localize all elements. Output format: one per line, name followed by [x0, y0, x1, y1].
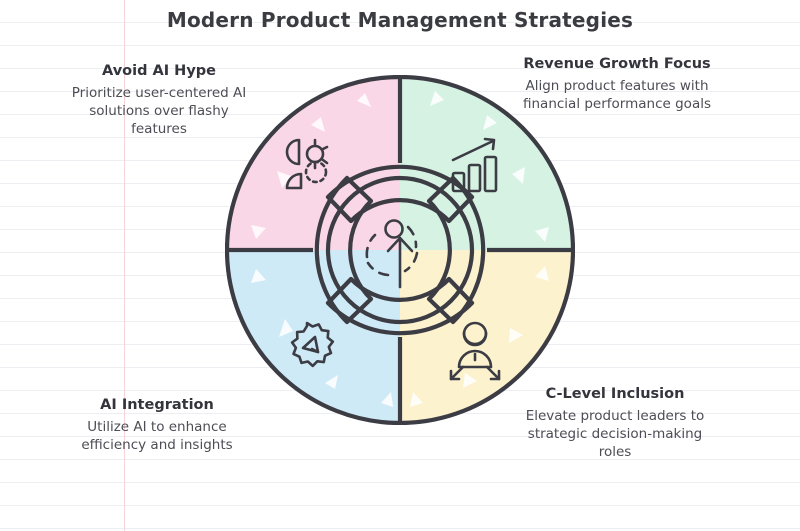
center-disc[interactable]	[325, 175, 475, 325]
segment-heading: C-Level Inclusion	[545, 386, 685, 402]
person-gear-icon	[285, 138, 329, 190]
growth-target-icon	[365, 219, 419, 289]
quadrant-dividers	[227, 77, 573, 423]
segment-text-revenue-growth-focus: Revenue Growth Focus Align product featu…	[522, 55, 712, 113]
segment-body: Prioritize user-centered AI solutions ov…	[71, 84, 247, 137]
cycle-arrow-right	[426, 175, 486, 325]
segment-heading: AI Integration	[100, 397, 214, 413]
cycle-diagram	[225, 75, 575, 425]
page-title: Modern Product Management Strategies	[166, 8, 634, 32]
segment-wedge-revenue-growth-focus[interactable]	[400, 77, 573, 250]
paper-margin-line	[124, 0, 125, 531]
cycle-arrow-left	[314, 175, 374, 325]
segment-text-avoid-ai-hype: Avoid AI Hype Prioritize user-centered A…	[64, 62, 254, 138]
executive-elevate-icon	[449, 321, 501, 381]
segment-wedge-avoid-ai-hype[interactable]	[227, 77, 400, 250]
segment-text-ai-integration: AI Integration Utilize AI to enhance eff…	[62, 396, 252, 454]
segment-heading: Revenue Growth Focus	[523, 56, 711, 72]
gear-arrow-icon	[290, 321, 335, 368]
segment-body: Elevate product leaders to strategic dec…	[525, 407, 705, 460]
segment-text-c-level-inclusion: C-Level Inclusion Elevate product leader…	[520, 385, 710, 461]
sparkle-decorations	[251, 91, 549, 407]
segment-heading: Avoid AI Hype	[102, 63, 216, 79]
bar-chart-growth-icon	[451, 137, 498, 193]
cycle-arrow-bands	[314, 164, 486, 336]
segment-body: Utilize AI to enhance efficiency and ins…	[81, 418, 233, 453]
cycle-arrow-top	[325, 164, 475, 224]
segment-wedge-ai-integration[interactable]	[227, 250, 400, 423]
cycle-arrow-bottom	[325, 276, 475, 336]
segment-body: Align product features with financial pe…	[522, 77, 711, 112]
